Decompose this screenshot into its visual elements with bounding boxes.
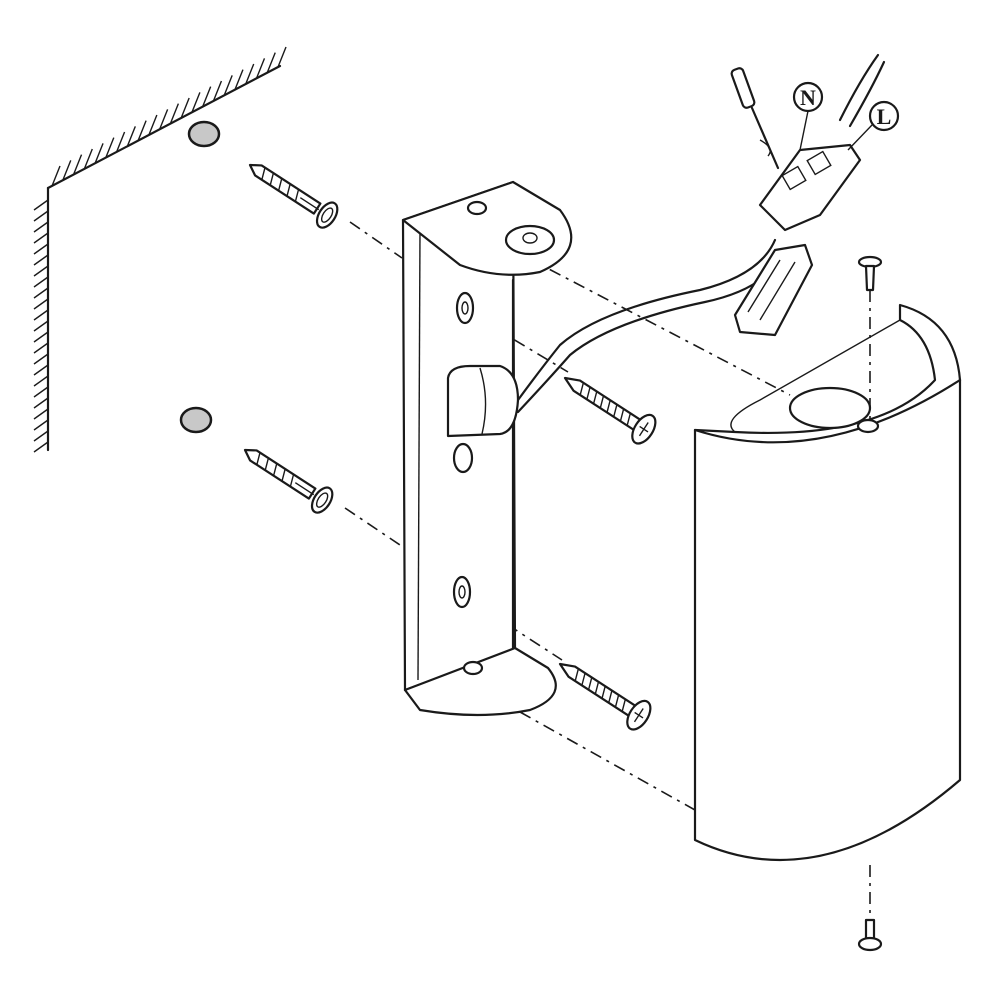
hatch-line [33,298,49,310]
hatch-line [212,80,223,102]
hatch-line [62,160,72,181]
hatch-line [33,397,49,409]
screwdriver-icon [730,67,780,170]
hatch-line [33,441,49,453]
hatch-line [255,58,266,79]
hatch-line [33,232,49,244]
hatch-line [33,276,49,288]
hatch-line [33,419,49,431]
mounting-bracket [401,180,573,717]
neutral-label: N [792,81,824,151]
hatch-line [277,46,287,68]
hatch-line [33,408,49,420]
hatch-line [33,210,49,222]
hatch-line [33,243,49,255]
hatch-line [105,137,115,158]
wall-hatch-top [51,46,287,187]
hatch-line [33,386,49,398]
hatch-line [94,143,104,164]
hatch-line [191,92,201,113]
hatch-line [33,309,49,321]
housing-screw-top [857,255,883,292]
hatch-line [148,114,158,136]
hatch-line [33,265,49,277]
wall-plug-upper [248,163,339,229]
hatch-line [33,221,49,233]
hatch-line [33,331,49,343]
hatch-line [33,342,49,354]
hatch-line [72,154,83,175]
hatch-line [234,69,244,90]
bracket-screw-upper [563,376,657,445]
hatch-line [33,320,49,332]
bracket-screw-lower [558,662,652,731]
hatch-line [33,364,49,376]
live-label: L [847,100,900,151]
hatch-line [266,52,276,73]
hatch-line [51,165,61,187]
hatch-line [137,120,147,141]
wall-hole-lower [179,406,213,434]
hatch-line [83,148,93,170]
hatch-line [33,430,49,442]
hatch-line [245,63,255,85]
cable [516,53,886,414]
hatch-line [158,109,169,130]
hatch-line [169,103,180,124]
terminal-block [733,143,862,337]
lamp-housing [693,303,962,862]
hatch-line [33,199,49,211]
hatch-line [33,353,49,365]
housing-screw-bottom [857,918,883,952]
hatch-line [126,126,136,147]
hatch-line [115,131,126,153]
hatch-line [180,97,190,119]
hatch-line [33,375,49,387]
wall-plug-lower [243,448,334,514]
wall-hole-upper [187,120,221,148]
hatch-line [223,75,233,96]
hatch-line [33,287,49,299]
wall [33,46,287,453]
wall-hatch-left [33,199,49,453]
live-label-text: L [877,104,892,129]
neutral-label-text: N [800,85,816,110]
hatch-line [33,254,49,266]
hatch-line [202,86,212,107]
